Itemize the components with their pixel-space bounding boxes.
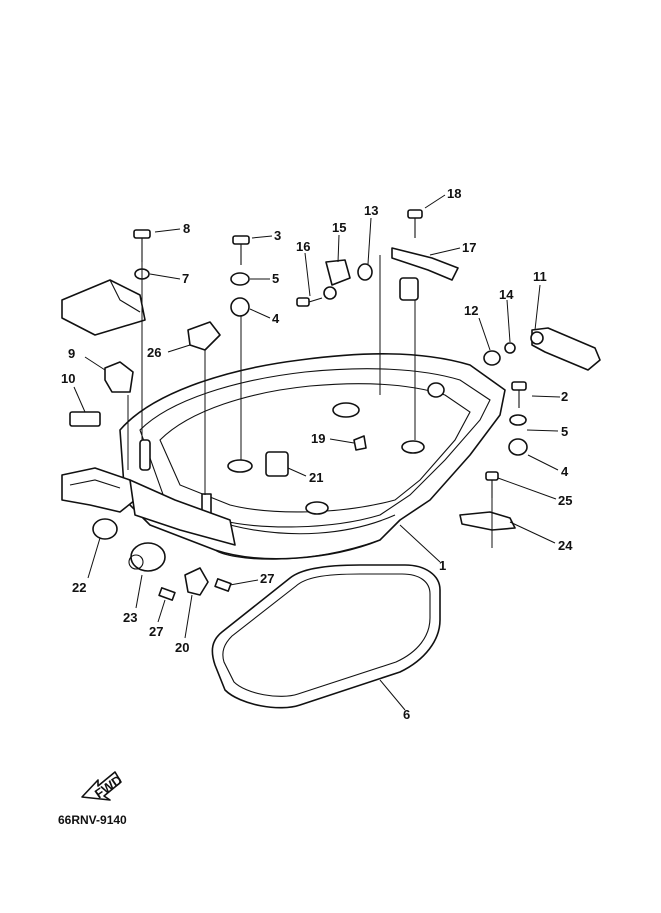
callout-17: 17 [462,240,476,255]
callout-leaders [73,194,561,711]
callout-2: 2 [561,389,568,404]
holder-26 [187,321,221,351]
callout-19: 19 [311,431,325,446]
callout-20: 20 [175,640,189,655]
grommet-20 [184,567,209,596]
front-bracket [61,467,236,546]
bolt-2 [511,381,527,408]
grommet-12 [483,350,501,366]
callout-13: 13 [364,203,378,218]
callout-15: 15 [332,220,346,235]
bottom-cowling [119,353,506,560]
callout-12: 12 [464,303,478,318]
collar-5-right [509,414,527,426]
callout-14: 14 [499,287,514,302]
callout-18: 18 [447,186,461,201]
callout-23: 23 [123,610,137,625]
collar-5-top [230,272,250,286]
grommet-13 [357,263,373,281]
callout-21: 21 [309,470,323,485]
callout-11: 11 [533,269,547,284]
callout-8: 8 [183,221,190,236]
part-callouts: 1 2 3 4 4 5 5 6 7 8 9 10 11 12 13 14 15 … [61,186,573,722]
drawing-code: 66RNV-9140 [58,813,127,827]
bolt-16 [296,297,323,307]
grommet-23 [128,542,166,572]
bolt-18 [407,209,423,238]
callout-4: 4 [272,311,280,326]
callout-25: 25 [558,493,572,508]
callout-1: 1 [439,558,446,573]
part-9 [104,361,134,393]
plate-24 [459,511,516,531]
callout-5b: 5 [561,424,568,439]
plate-17 [391,247,459,301]
callout-16: 16 [296,239,310,254]
fwd-label: FWD [92,772,125,801]
callout-4b: 4 [561,464,569,479]
clip-15 [323,259,351,300]
assembly-guide-lines [127,255,493,548]
callout-27: 27 [149,624,163,639]
callout-9: 9 [68,346,75,361]
washer-14 [504,342,516,354]
callout-22: 22 [72,580,86,595]
bolt-3 [232,235,250,265]
plug-22 [92,518,118,540]
piece-27-right [214,578,232,592]
callout-5: 5 [272,271,279,286]
bolt-8 [133,229,151,262]
callout-3: 3 [274,228,281,243]
callout-10: 10 [61,371,75,386]
cowling-seal [211,564,441,709]
callout-26: 26 [147,345,161,360]
bolt-25 [485,471,499,498]
upper-left-bracket [61,279,146,336]
grommet-4-top [230,297,250,317]
callout-27b: 27 [260,571,274,586]
part-10 [69,411,101,427]
grommet-4-right [508,438,528,456]
part-21 [265,451,289,477]
fwd-arrow-icon: FWD [81,771,125,801]
callout-6: 6 [403,707,410,722]
callout-7: 7 [182,271,189,286]
lock-lever [530,327,601,371]
drain-19 [353,435,367,451]
piece-27-left [158,587,176,601]
callout-24: 24 [558,538,573,553]
